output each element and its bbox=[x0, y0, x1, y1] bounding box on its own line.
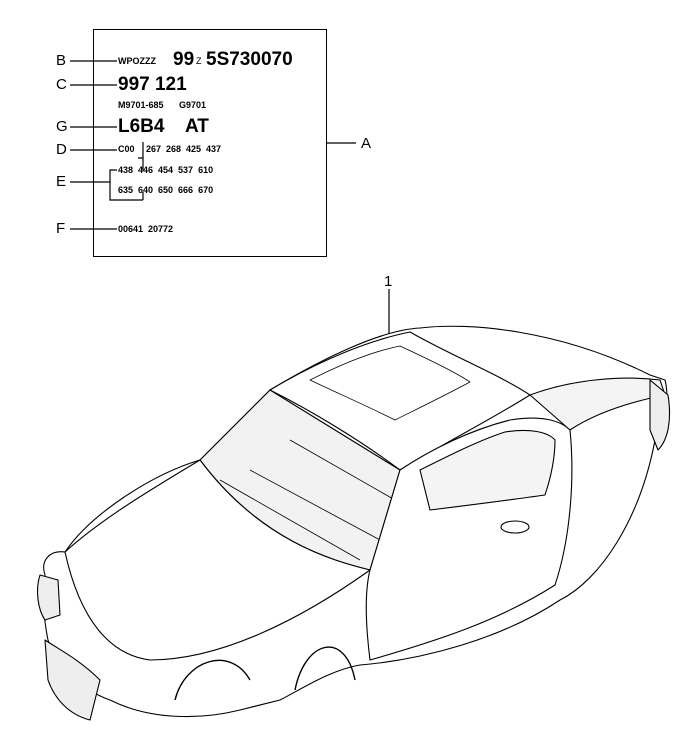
callout-c: C bbox=[56, 76, 67, 93]
leader-e-2 bbox=[109, 182, 143, 201]
label-z: Z bbox=[196, 56, 202, 66]
front-wheel-arch bbox=[174, 659, 251, 701]
side-window-opening bbox=[419, 429, 556, 511]
label-options-prefix: C00 bbox=[118, 144, 135, 154]
interior-structure bbox=[219, 439, 396, 561]
callout-d: D bbox=[56, 141, 67, 158]
callout-g: G bbox=[56, 118, 68, 135]
label-options-row-3: 635 640 650 666 670 bbox=[118, 185, 214, 195]
label-prefix: WPOZZZ bbox=[118, 56, 156, 66]
vehicle-data-label bbox=[93, 29, 327, 257]
label-model-year: 99 bbox=[173, 49, 195, 70]
front-hood bbox=[64, 459, 371, 661]
car-body-illustration bbox=[36, 325, 671, 721]
front-crossmember bbox=[44, 639, 101, 721]
label-paint: L6B4 bbox=[118, 116, 165, 137]
leader-e-1 bbox=[70, 169, 117, 183]
label-options-row-1: 267 268 425 437 bbox=[146, 144, 222, 154]
rear-deck bbox=[529, 377, 666, 431]
callout-e: E bbox=[56, 173, 67, 190]
sunroof bbox=[309, 345, 471, 421]
callout-b: B bbox=[56, 52, 67, 69]
callout-part-1: 1 bbox=[384, 273, 393, 290]
door-handle bbox=[500, 520, 530, 534]
callout-a: A bbox=[361, 135, 372, 152]
rear-wheel-arch bbox=[294, 646, 356, 691]
label-transmission: AT bbox=[185, 116, 209, 137]
front-left-headlight-area bbox=[36, 574, 61, 621]
label-data-code: 00641 20772 bbox=[118, 224, 174, 234]
leader-e-4 bbox=[138, 157, 144, 170]
rear-tail-section bbox=[649, 379, 671, 451]
callout-f: F bbox=[56, 220, 66, 237]
label-engine-code: M9701-685 bbox=[118, 100, 164, 110]
label-options-row-2: 438 446 454 537 610 bbox=[118, 165, 214, 175]
label-type: 997 121 bbox=[118, 74, 187, 95]
label-serial: 5S730070 bbox=[206, 49, 293, 70]
leader-lines bbox=[70, 60, 390, 334]
label-gearbox-code: G9701 bbox=[179, 100, 207, 110]
